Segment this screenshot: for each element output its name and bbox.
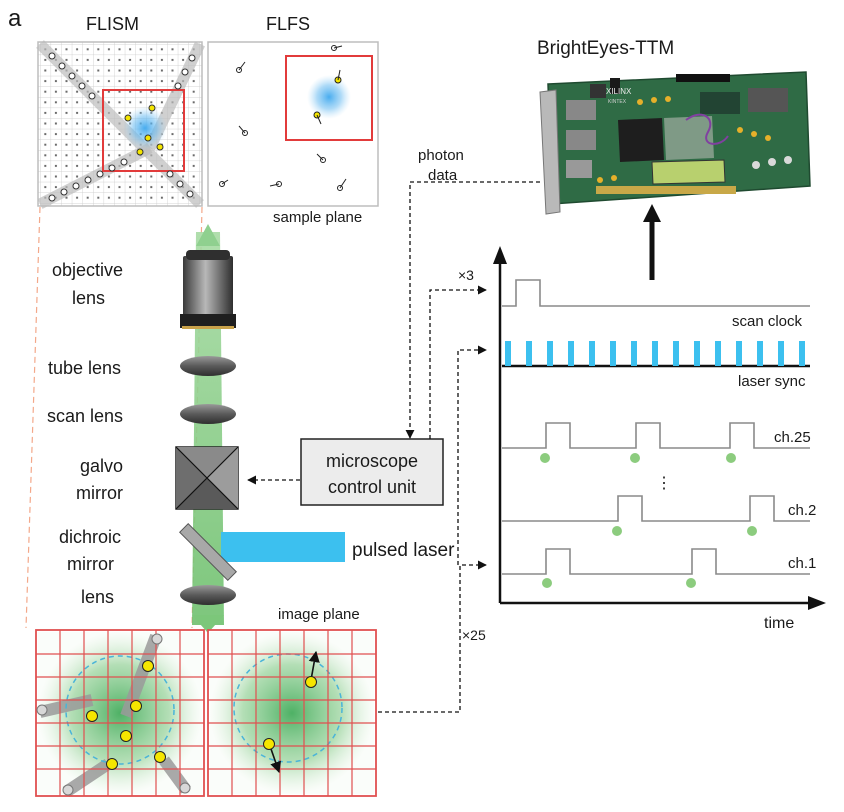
x25-label: ×25 — [462, 627, 486, 643]
scan-lens-label: scan lens — [47, 406, 123, 426]
lens-label: lens — [81, 587, 114, 607]
galvo-label-2: mirror — [76, 483, 123, 503]
optics-labels: objective lens tube lens scan lens galvo… — [47, 260, 123, 607]
timing-axes — [493, 246, 826, 610]
image-plane-flfs — [207, 629, 377, 797]
panel-letter: a — [8, 5, 22, 32]
brighteyes-ttm-board: XILINX KINTEX — [539, 71, 811, 215]
image-plane-label: image plane — [278, 606, 360, 623]
scan-clock-trace — [502, 279, 810, 307]
galvo-mirror — [175, 446, 239, 510]
ch25-trace — [502, 422, 810, 463]
focusing-lens — [180, 585, 236, 605]
board-brand-label: KINTEX — [608, 99, 627, 105]
tube-lens — [180, 356, 236, 376]
pulsed-laser-label: pulsed laser — [352, 540, 455, 561]
dichroic-label-1: dichroic — [59, 527, 121, 547]
channel-ellipsis: ⋮ — [656, 475, 672, 492]
photon-data-label-1: photon — [418, 147, 464, 164]
optical-path — [192, 224, 224, 633]
flism-sample-panel — [36, 40, 205, 209]
ch1-label: ch.1 — [788, 555, 816, 572]
scan-lens — [180, 404, 236, 424]
laser-sync-trace — [502, 341, 810, 368]
flfs-title: FLFS — [266, 14, 310, 34]
board-arrow-head — [643, 204, 661, 222]
ch2-trace — [502, 495, 810, 536]
photon-data-label-2: data — [428, 167, 458, 184]
laser-sync-label: laser sync — [738, 373, 806, 390]
control-unit-box: microscope control unit — [300, 438, 444, 506]
excitation-spot — [123, 106, 167, 150]
ch25-label: ch.25 — [774, 429, 811, 446]
laser-beam — [221, 532, 345, 562]
image-plane-flism — [35, 629, 205, 797]
time-axis-label: time — [764, 615, 794, 632]
signal-connectors — [378, 181, 540, 713]
flfs-sample-panel — [207, 41, 379, 207]
flism-title: FLISM — [86, 14, 139, 34]
sample-plane-label: sample plane — [273, 209, 362, 226]
objective-label-1: objective — [52, 260, 123, 280]
scan-clock-label: scan clock — [732, 313, 803, 330]
projection-line-left — [25, 206, 41, 629]
dichroic-mirror — [179, 523, 237, 581]
tube-lens-label: tube lens — [48, 358, 121, 378]
galvo-label-1: galvo — [80, 456, 123, 476]
detector-field — [102, 89, 185, 172]
objective-lens — [180, 250, 236, 329]
board-title: BrightEyes-TTM — [537, 38, 674, 59]
x3-label: ×3 — [458, 267, 474, 283]
board-chip-label: XILINX — [606, 87, 632, 96]
control-unit-label-2: control unit — [328, 477, 416, 497]
dichroic-label-2: mirror — [67, 554, 114, 574]
control-unit-label-1: microscope — [326, 451, 418, 471]
ch2-label: ch.2 — [788, 502, 816, 519]
ch1-trace — [502, 548, 810, 588]
objective-label-2: lens — [72, 288, 105, 308]
